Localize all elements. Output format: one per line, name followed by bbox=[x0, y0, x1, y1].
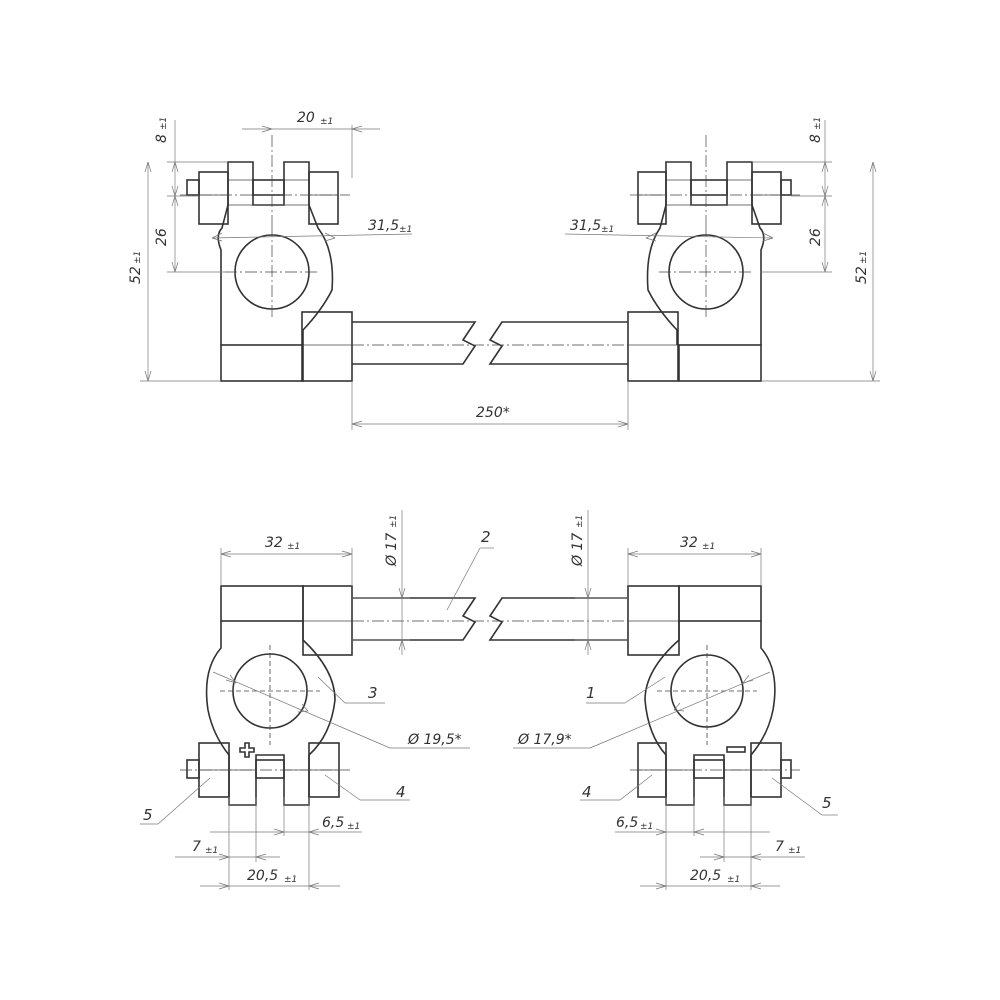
dim-d17-9-label: Ø 17,9* bbox=[517, 732, 572, 748]
dim-6-5-right-tol: ±1 bbox=[640, 822, 653, 832]
dims-left-vertical: 8 ±1 26 52 ±1 bbox=[128, 117, 235, 382]
dim-20-5-left-label: 20,5 bbox=[247, 868, 278, 884]
dim-32-right-tol: ±1 bbox=[702, 542, 715, 552]
dim-26-left-label: 26 bbox=[154, 228, 170, 246]
dim-31-5-left-label: 31,5 bbox=[368, 218, 399, 234]
dims-bottom-right: 6,5 ±1 7 ±1 20,5 ±1 bbox=[615, 797, 805, 890]
dim-6-5-right-label: 6,5 bbox=[616, 815, 638, 831]
dim-32-left-label: 32 bbox=[265, 535, 283, 551]
dim-diameter-17: Ø 17 ±1 Ø 17 ±1 bbox=[352, 510, 628, 655]
callout-3: 3 bbox=[368, 684, 378, 702]
callout-4-left: 4 bbox=[396, 783, 406, 801]
dim-31-5-right-tol: ±1 bbox=[601, 225, 614, 235]
dim-7-right-tol: ±1 bbox=[788, 846, 801, 856]
dim-52-right-tol: ±1 bbox=[859, 251, 869, 264]
dim-250: 250* bbox=[351, 381, 629, 430]
dim-d17-right-tol: ±1 bbox=[575, 515, 585, 528]
dim-20: 20 ±1 bbox=[242, 110, 380, 178]
dim-6-5-left-tol: ±1 bbox=[347, 822, 360, 832]
front-right-terminal bbox=[627, 585, 800, 806]
dim-hole-diameters: Ø 19,5* Ø 17,9* bbox=[212, 671, 771, 749]
dim-20-5-right-tol: ±1 bbox=[727, 875, 740, 885]
callout-1: 1 bbox=[586, 684, 596, 702]
dims-right-vertical: 8 ±1 26 52 ±1 bbox=[752, 117, 880, 382]
dim-26-right-label: 26 bbox=[808, 228, 824, 246]
dim-31-5-left-tol: ±1 bbox=[399, 225, 412, 235]
dim-32-right-label: 32 bbox=[680, 535, 698, 551]
dim-6-5-left-label: 6,5 bbox=[322, 815, 344, 831]
top-right-terminal bbox=[627, 135, 800, 382]
front-view: 32 ±1 32 ±1 Ø 17 ±1 bbox=[140, 510, 838, 890]
dim-7-right-label: 7 bbox=[775, 839, 784, 855]
callout-4-right: 4 bbox=[582, 783, 592, 801]
dim-8-right-label: 8 bbox=[808, 134, 824, 143]
dim-d19-5-label: Ø 19,5* bbox=[407, 732, 462, 748]
dim-250-label: 250* bbox=[476, 405, 510, 421]
dim-20-5-left-tol: ±1 bbox=[284, 875, 297, 885]
dim-52-right-label: 52 bbox=[854, 266, 870, 284]
dim-20-label: 20 bbox=[297, 110, 315, 126]
top-left-terminal bbox=[180, 135, 353, 382]
dim-31-5: 31,5 ±1 31,5 ±1 bbox=[211, 218, 774, 242]
dim-7-left-label: 7 bbox=[192, 839, 201, 855]
callout-5-right: 5 bbox=[822, 794, 832, 812]
callout-5-left: 5 bbox=[143, 806, 153, 824]
dim-8-left-tol: ±1 bbox=[159, 117, 169, 130]
dim-d17-left-tol: ±1 bbox=[389, 515, 399, 528]
dim-52-left-label: 52 bbox=[128, 266, 144, 284]
callout-2: 2 bbox=[481, 528, 491, 546]
dim-d17-right-label: Ø 17 bbox=[570, 533, 586, 567]
dim-7-left-tol: ±1 bbox=[205, 846, 218, 856]
dim-8-left-label: 8 bbox=[154, 134, 170, 143]
front-left-terminal bbox=[180, 585, 353, 806]
top-view: 20 ±1 8 ±1 26 52 ±1 bbox=[128, 110, 880, 430]
dim-8-right-tol: ±1 bbox=[813, 117, 823, 130]
front-connecting-bar bbox=[352, 597, 628, 641]
dim-52-left-tol: ±1 bbox=[133, 251, 143, 264]
top-connecting-bar bbox=[352, 321, 628, 365]
part-callouts: 2 3 1 4 4 5 5 bbox=[140, 528, 838, 825]
dim-31-5-right-label: 31,5 bbox=[570, 218, 601, 234]
dim-20-5-right-label: 20,5 bbox=[690, 868, 721, 884]
dim-d17-left-label: Ø 17 bbox=[384, 533, 400, 567]
dim-32-left-tol: ±1 bbox=[287, 542, 300, 552]
dim-32: 32 ±1 32 ±1 bbox=[220, 535, 762, 586]
dims-bottom-left: 6,5 ±1 7 ±1 20,5 ±1 bbox=[175, 797, 362, 890]
dim-20-tol: ±1 bbox=[320, 117, 333, 127]
